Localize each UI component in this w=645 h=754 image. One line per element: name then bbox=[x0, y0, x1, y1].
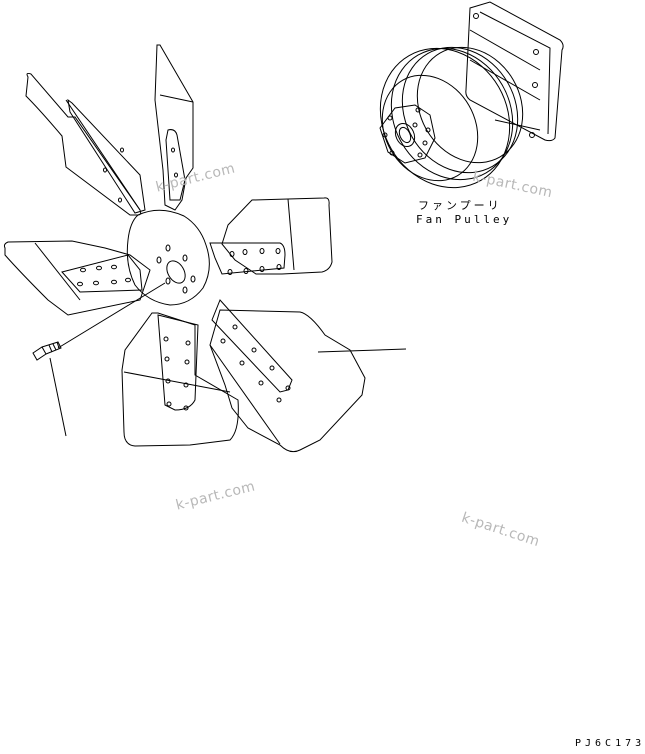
fan-pulley-label: Fan Pulley bbox=[416, 213, 513, 226]
drawing-code: PJ6C173 bbox=[575, 738, 645, 749]
rivet-holes bbox=[77, 147, 291, 411]
fan-pulley-label-jp: ファンプーリ bbox=[418, 199, 502, 212]
fan-pulley-icon bbox=[379, 1, 564, 189]
bolt-icon bbox=[32, 341, 62, 361]
leader-lines bbox=[49, 282, 407, 437]
hub-holes bbox=[156, 244, 196, 294]
fan-icon bbox=[3, 44, 366, 453]
